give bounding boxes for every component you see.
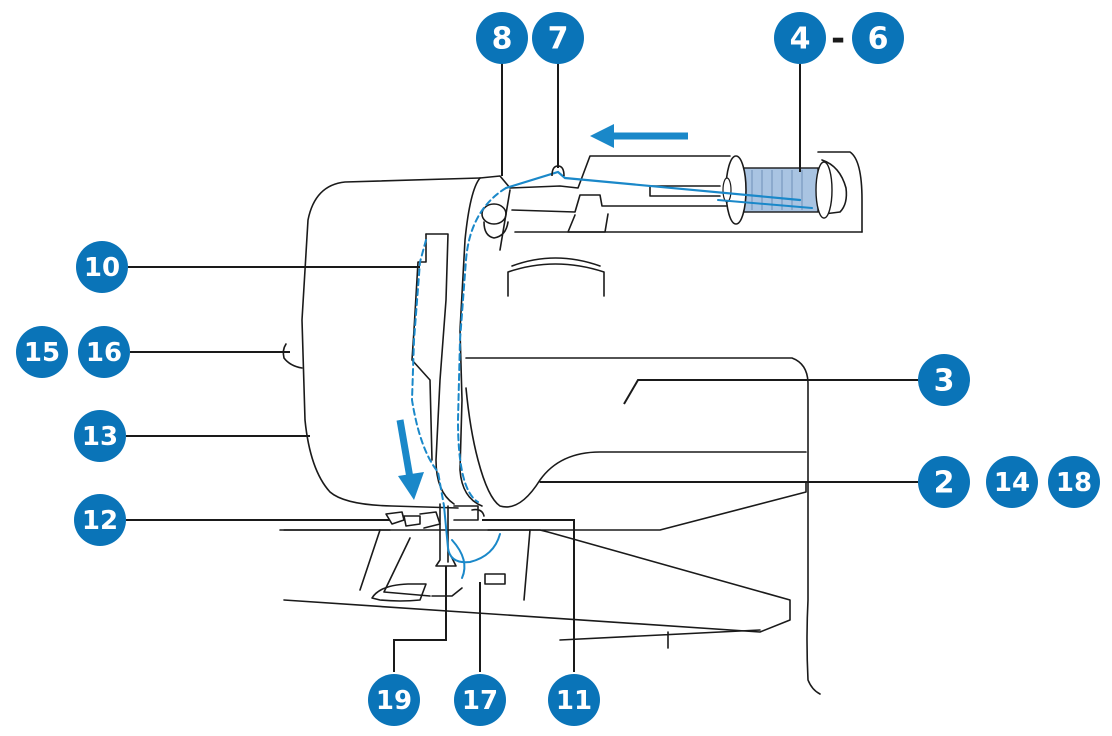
needle-clamp bbox=[453, 505, 485, 521]
thread-spool bbox=[722, 155, 833, 225]
callout-label: 2 bbox=[934, 466, 955, 501]
callout-label: 15 bbox=[24, 338, 60, 368]
bed-front bbox=[279, 529, 791, 633]
callout-label: 6 bbox=[868, 22, 889, 57]
thread-path bbox=[410, 170, 813, 579]
callout-bg bbox=[548, 674, 600, 726]
dial-slot bbox=[507, 257, 605, 297]
callout-bg bbox=[74, 494, 126, 546]
callout-2: 2 bbox=[918, 456, 970, 508]
thread-down-channel bbox=[456, 187, 507, 503]
callout-bg bbox=[532, 12, 584, 64]
callout-bg bbox=[774, 12, 826, 64]
tension-knob-base bbox=[483, 221, 509, 239]
leader-lines bbox=[126, 62, 918, 672]
needle-plate bbox=[359, 529, 531, 601]
spool-flange-right bbox=[815, 161, 833, 219]
callout-bg bbox=[74, 410, 126, 462]
callout-label: 19 bbox=[376, 686, 412, 716]
thread-needle bbox=[443, 505, 501, 564]
callout-bg bbox=[1048, 456, 1100, 508]
callout-7: 7 bbox=[532, 12, 584, 64]
tension-knob bbox=[481, 203, 507, 225]
callout-15: 15 bbox=[16, 326, 68, 378]
callout-label: 7 bbox=[548, 22, 569, 57]
callout-label: 8 bbox=[492, 22, 513, 57]
callout-11: 11 bbox=[548, 674, 600, 726]
plate-slot bbox=[431, 587, 463, 597]
callout-12: 12 bbox=[74, 494, 126, 546]
head-cover bbox=[301, 177, 481, 509]
arrow-down-shaft bbox=[396, 419, 414, 479]
presser-foot bbox=[385, 511, 441, 529]
spool-hole bbox=[722, 177, 732, 203]
stitch-lever bbox=[282, 343, 303, 369]
callout-range-dash: - bbox=[831, 19, 845, 59]
callout-bg bbox=[852, 12, 904, 64]
arm-pocket bbox=[567, 213, 609, 233]
callout-13: 13 bbox=[74, 410, 126, 462]
callout-6: 6 bbox=[852, 12, 904, 64]
callout-label: 13 bbox=[82, 422, 118, 452]
arm-upper-edge bbox=[499, 189, 727, 251]
callout-3: 3 bbox=[918, 354, 970, 406]
arrow-down-icon bbox=[396, 419, 424, 500]
callout-4: 4 bbox=[774, 12, 826, 64]
bed-top bbox=[487, 481, 807, 531]
callout-bg bbox=[918, 456, 970, 508]
callout-bg bbox=[454, 674, 506, 726]
arm-top bbox=[479, 155, 731, 189]
body-front-curve bbox=[465, 387, 807, 508]
callout-bg bbox=[476, 12, 528, 64]
thread-spool-wrap bbox=[717, 199, 813, 209]
leader-3 bbox=[623, 379, 918, 405]
leader-11 bbox=[482, 519, 575, 672]
thread-up-channel bbox=[410, 239, 445, 507]
callout-label: 10 bbox=[84, 253, 120, 283]
face-plate bbox=[425, 233, 455, 505]
callout-bg bbox=[986, 456, 1038, 508]
callout-bg bbox=[76, 241, 128, 293]
callout-16: 16 bbox=[78, 326, 130, 378]
callout-label: 18 bbox=[1056, 468, 1092, 498]
head-cover-side bbox=[459, 177, 483, 507]
callout-17: 17 bbox=[454, 674, 506, 726]
callout-14: 14 bbox=[986, 456, 1038, 508]
arm-top-back bbox=[817, 151, 863, 233]
callout-label: 17 bbox=[462, 686, 498, 716]
thread-upper bbox=[504, 170, 802, 202]
leader-19 bbox=[393, 566, 447, 672]
callout-bg bbox=[368, 674, 420, 726]
body-right bbox=[465, 357, 821, 695]
callout-label: 14 bbox=[994, 468, 1030, 498]
arrow-down-head bbox=[398, 472, 424, 500]
callout-10: 10 bbox=[76, 241, 128, 293]
bed-edge bbox=[281, 519, 391, 531]
spool-cap bbox=[821, 159, 848, 215]
callout-label: 4 bbox=[790, 22, 811, 57]
bed-bottom bbox=[559, 629, 761, 649]
callout-bg bbox=[78, 326, 130, 378]
callout-label: 16 bbox=[86, 338, 122, 368]
callout-8: 8 bbox=[476, 12, 528, 64]
callout-label: 12 bbox=[82, 506, 118, 536]
arrow-left-head bbox=[590, 124, 614, 148]
callout-badges: 8 7 4 - 6 10 15 16 3 bbox=[16, 12, 1100, 726]
callout-label: 3 bbox=[934, 364, 955, 399]
callout-18: 18 bbox=[1048, 456, 1100, 508]
callout-label: 11 bbox=[556, 686, 592, 716]
callout-19: 19 bbox=[368, 674, 420, 726]
callout-bg bbox=[918, 354, 970, 406]
machine-outline bbox=[279, 151, 863, 695]
slot bbox=[484, 573, 506, 585]
arrow-left-icon bbox=[590, 124, 688, 148]
feed-cover bbox=[371, 583, 427, 602]
callout-bg bbox=[16, 326, 68, 378]
thread-needle-tail bbox=[451, 539, 466, 579]
